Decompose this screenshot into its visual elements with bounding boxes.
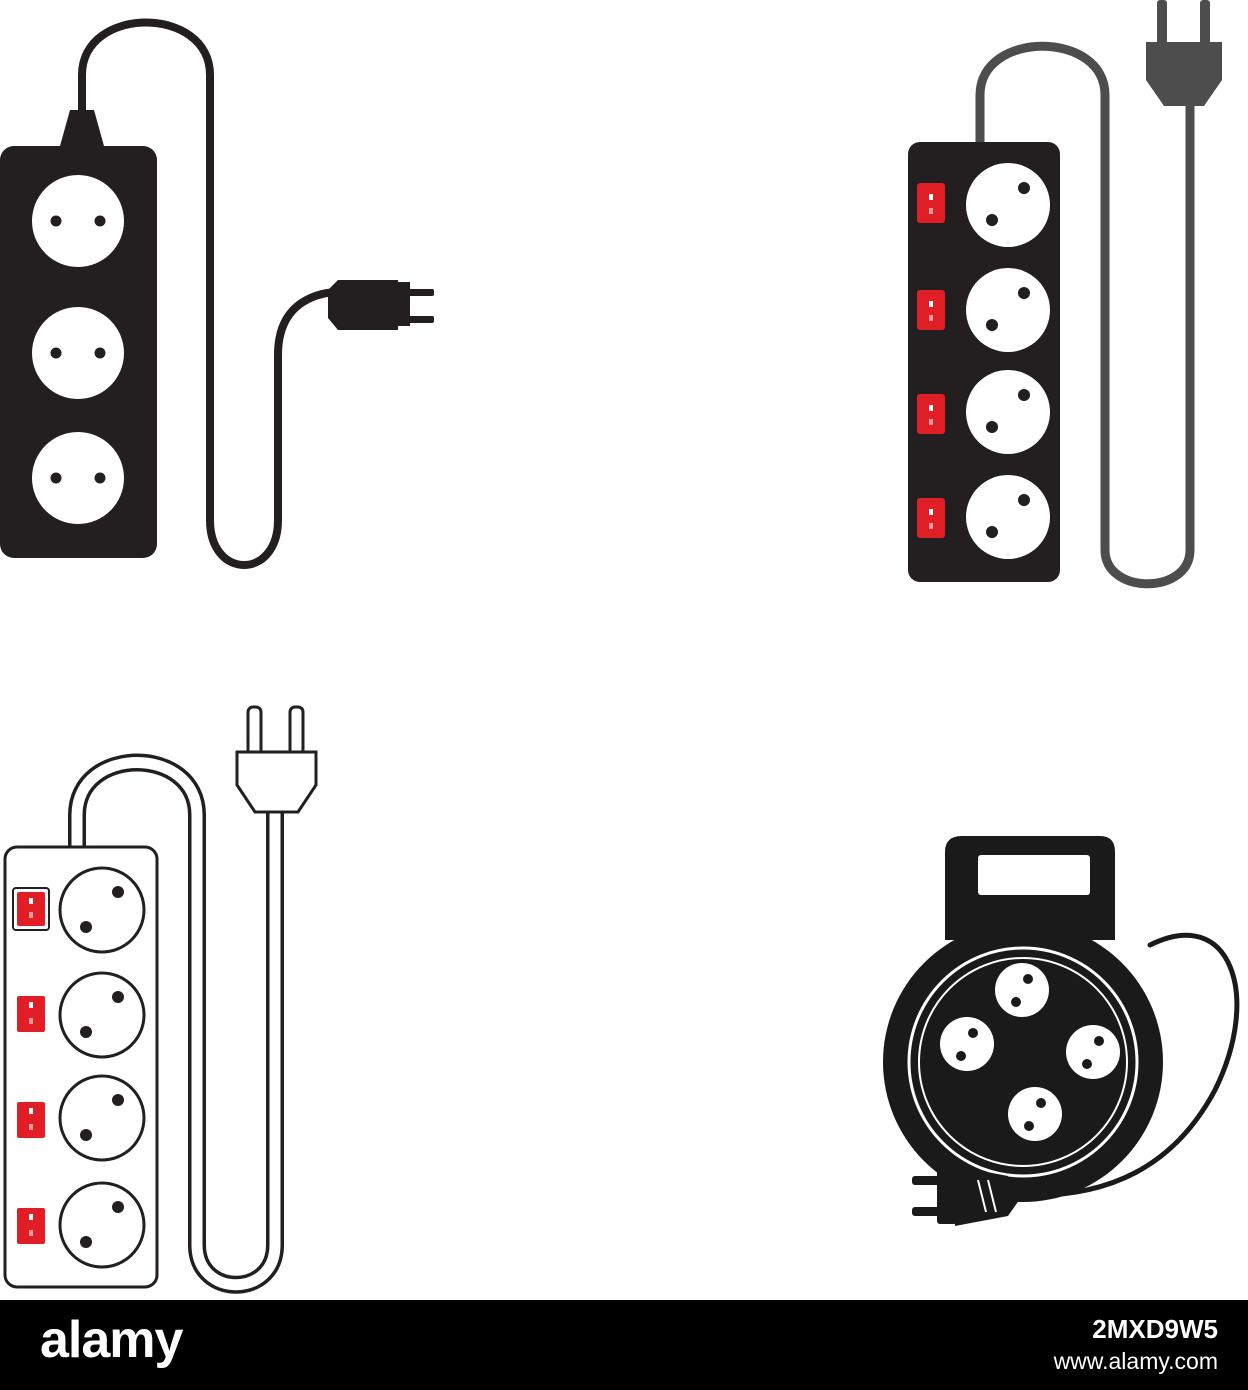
brand-logo[interactable]: alamy (40, 1311, 183, 1369)
outlet-icon (940, 1017, 994, 1071)
footer-bar: alamy 2MXD9W5 www.alamy.com (0, 1300, 1248, 1390)
cable-reel-icon (883, 836, 1240, 1226)
outlet-icon (1008, 1087, 1062, 1141)
plug-icon (328, 280, 434, 330)
outlet-icon (966, 475, 1050, 559)
outlet-icon (58, 1181, 146, 1269)
outlet-icon (32, 175, 124, 267)
outlet-icon (966, 268, 1050, 352)
power-strip-icon-solid (0, 18, 434, 569)
outlet-icon (58, 971, 146, 1059)
outlet-icon (32, 432, 124, 524)
plug-icon (1146, 0, 1222, 106)
site-url-link[interactable]: www.alamy.com (1053, 1348, 1218, 1374)
power-strip-icon-switched (908, 0, 1222, 589)
switch-icon (917, 290, 945, 330)
power-strip-icon-outline (3, 705, 318, 1294)
outlet-icon (995, 963, 1049, 1017)
icon-canvas (0, 0, 1240, 1294)
switch-icon (17, 1102, 45, 1138)
switch-icon (12, 887, 50, 931)
switch-icon (917, 498, 945, 538)
switch-icon (917, 183, 945, 223)
outlet-icon (1066, 1025, 1120, 1079)
plug-icon (235, 705, 318, 814)
outlet-icon (966, 370, 1050, 454)
image-id: 2MXD9W5 (1092, 1314, 1218, 1344)
plug-icon (912, 1166, 1022, 1226)
switch-icon (17, 1208, 45, 1244)
outlet-icon (58, 1074, 146, 1162)
outlet-icon (966, 163, 1050, 247)
outlet-icon (32, 307, 124, 399)
switch-icon (17, 996, 45, 1032)
outlet-icon (58, 866, 146, 954)
switch-icon (917, 394, 945, 434)
